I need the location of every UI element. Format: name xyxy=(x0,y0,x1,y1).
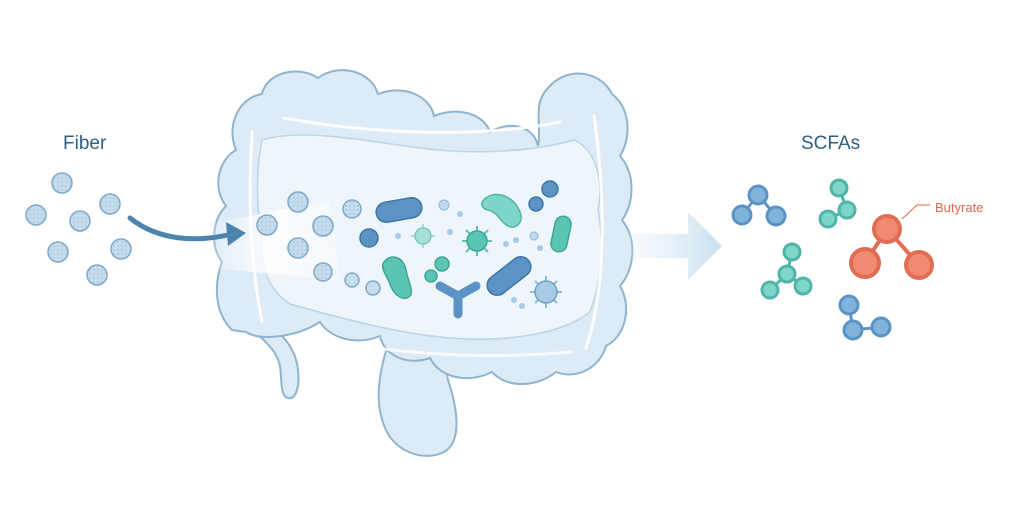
butyrate-molecule-icon xyxy=(849,214,934,280)
fiber-label: Fiber xyxy=(63,133,107,154)
haustra-line xyxy=(298,332,574,357)
inflow-arrow-icon xyxy=(127,215,246,246)
fiber-particle-icon xyxy=(312,215,334,237)
haustra-line xyxy=(282,116,562,134)
fiber-particles xyxy=(25,172,132,286)
scfa-molecules xyxy=(731,178,934,341)
butyrate-label: Butyrate xyxy=(935,200,984,215)
fiber-particle-icon xyxy=(344,272,360,288)
molecule-icon xyxy=(760,242,813,300)
molecule-icon xyxy=(838,294,892,341)
fiber-particle-icon xyxy=(256,214,278,236)
gut-bacteria xyxy=(359,180,572,319)
bacteria-sphere-icon xyxy=(424,269,438,283)
bacteria-rod-icon xyxy=(550,215,572,253)
fiber-particle-icon xyxy=(365,280,381,296)
fiber-particle-icon xyxy=(110,238,132,260)
fiber-particle-icon xyxy=(99,193,121,215)
fiber-particle-icon xyxy=(287,237,309,259)
tiny-particles xyxy=(395,199,543,309)
bacteria-rod-icon xyxy=(481,193,522,228)
bacteria-y-icon xyxy=(435,281,481,319)
fiber-particle-icon xyxy=(69,210,91,232)
scfa-label: SCFAs xyxy=(801,133,861,154)
fiber-particle-icon xyxy=(313,262,333,282)
fiber-particle-icon xyxy=(342,199,362,219)
fiber-particle-icon xyxy=(86,264,108,286)
virus-icon xyxy=(530,276,562,308)
bacteria-rod-icon xyxy=(375,196,423,224)
fiber-particle-icon xyxy=(47,241,69,263)
molecule-icon xyxy=(731,184,787,227)
molecule-icon xyxy=(818,178,857,229)
fiber-particle-icon xyxy=(25,204,47,226)
outflow-arrow-icon xyxy=(628,212,722,280)
haustra-line xyxy=(584,114,604,350)
bacteria-sphere-icon xyxy=(359,228,379,248)
gut-fiber-particles xyxy=(256,191,381,296)
bacteria-rod-icon xyxy=(486,256,532,296)
inflow-beam xyxy=(200,200,340,280)
bacteria-sphere-icon xyxy=(541,180,559,198)
virus-icon xyxy=(462,226,492,256)
fiber-particle-icon xyxy=(51,172,73,194)
bacteria-sphere-icon xyxy=(434,256,450,272)
bacteria-rod-icon xyxy=(381,256,413,300)
bacteria-sphere-icon xyxy=(528,196,544,212)
fiber-particle-icon xyxy=(287,191,309,213)
virus-icon xyxy=(411,224,435,248)
butyrate-leader-line xyxy=(901,204,930,220)
appendix xyxy=(252,318,300,400)
